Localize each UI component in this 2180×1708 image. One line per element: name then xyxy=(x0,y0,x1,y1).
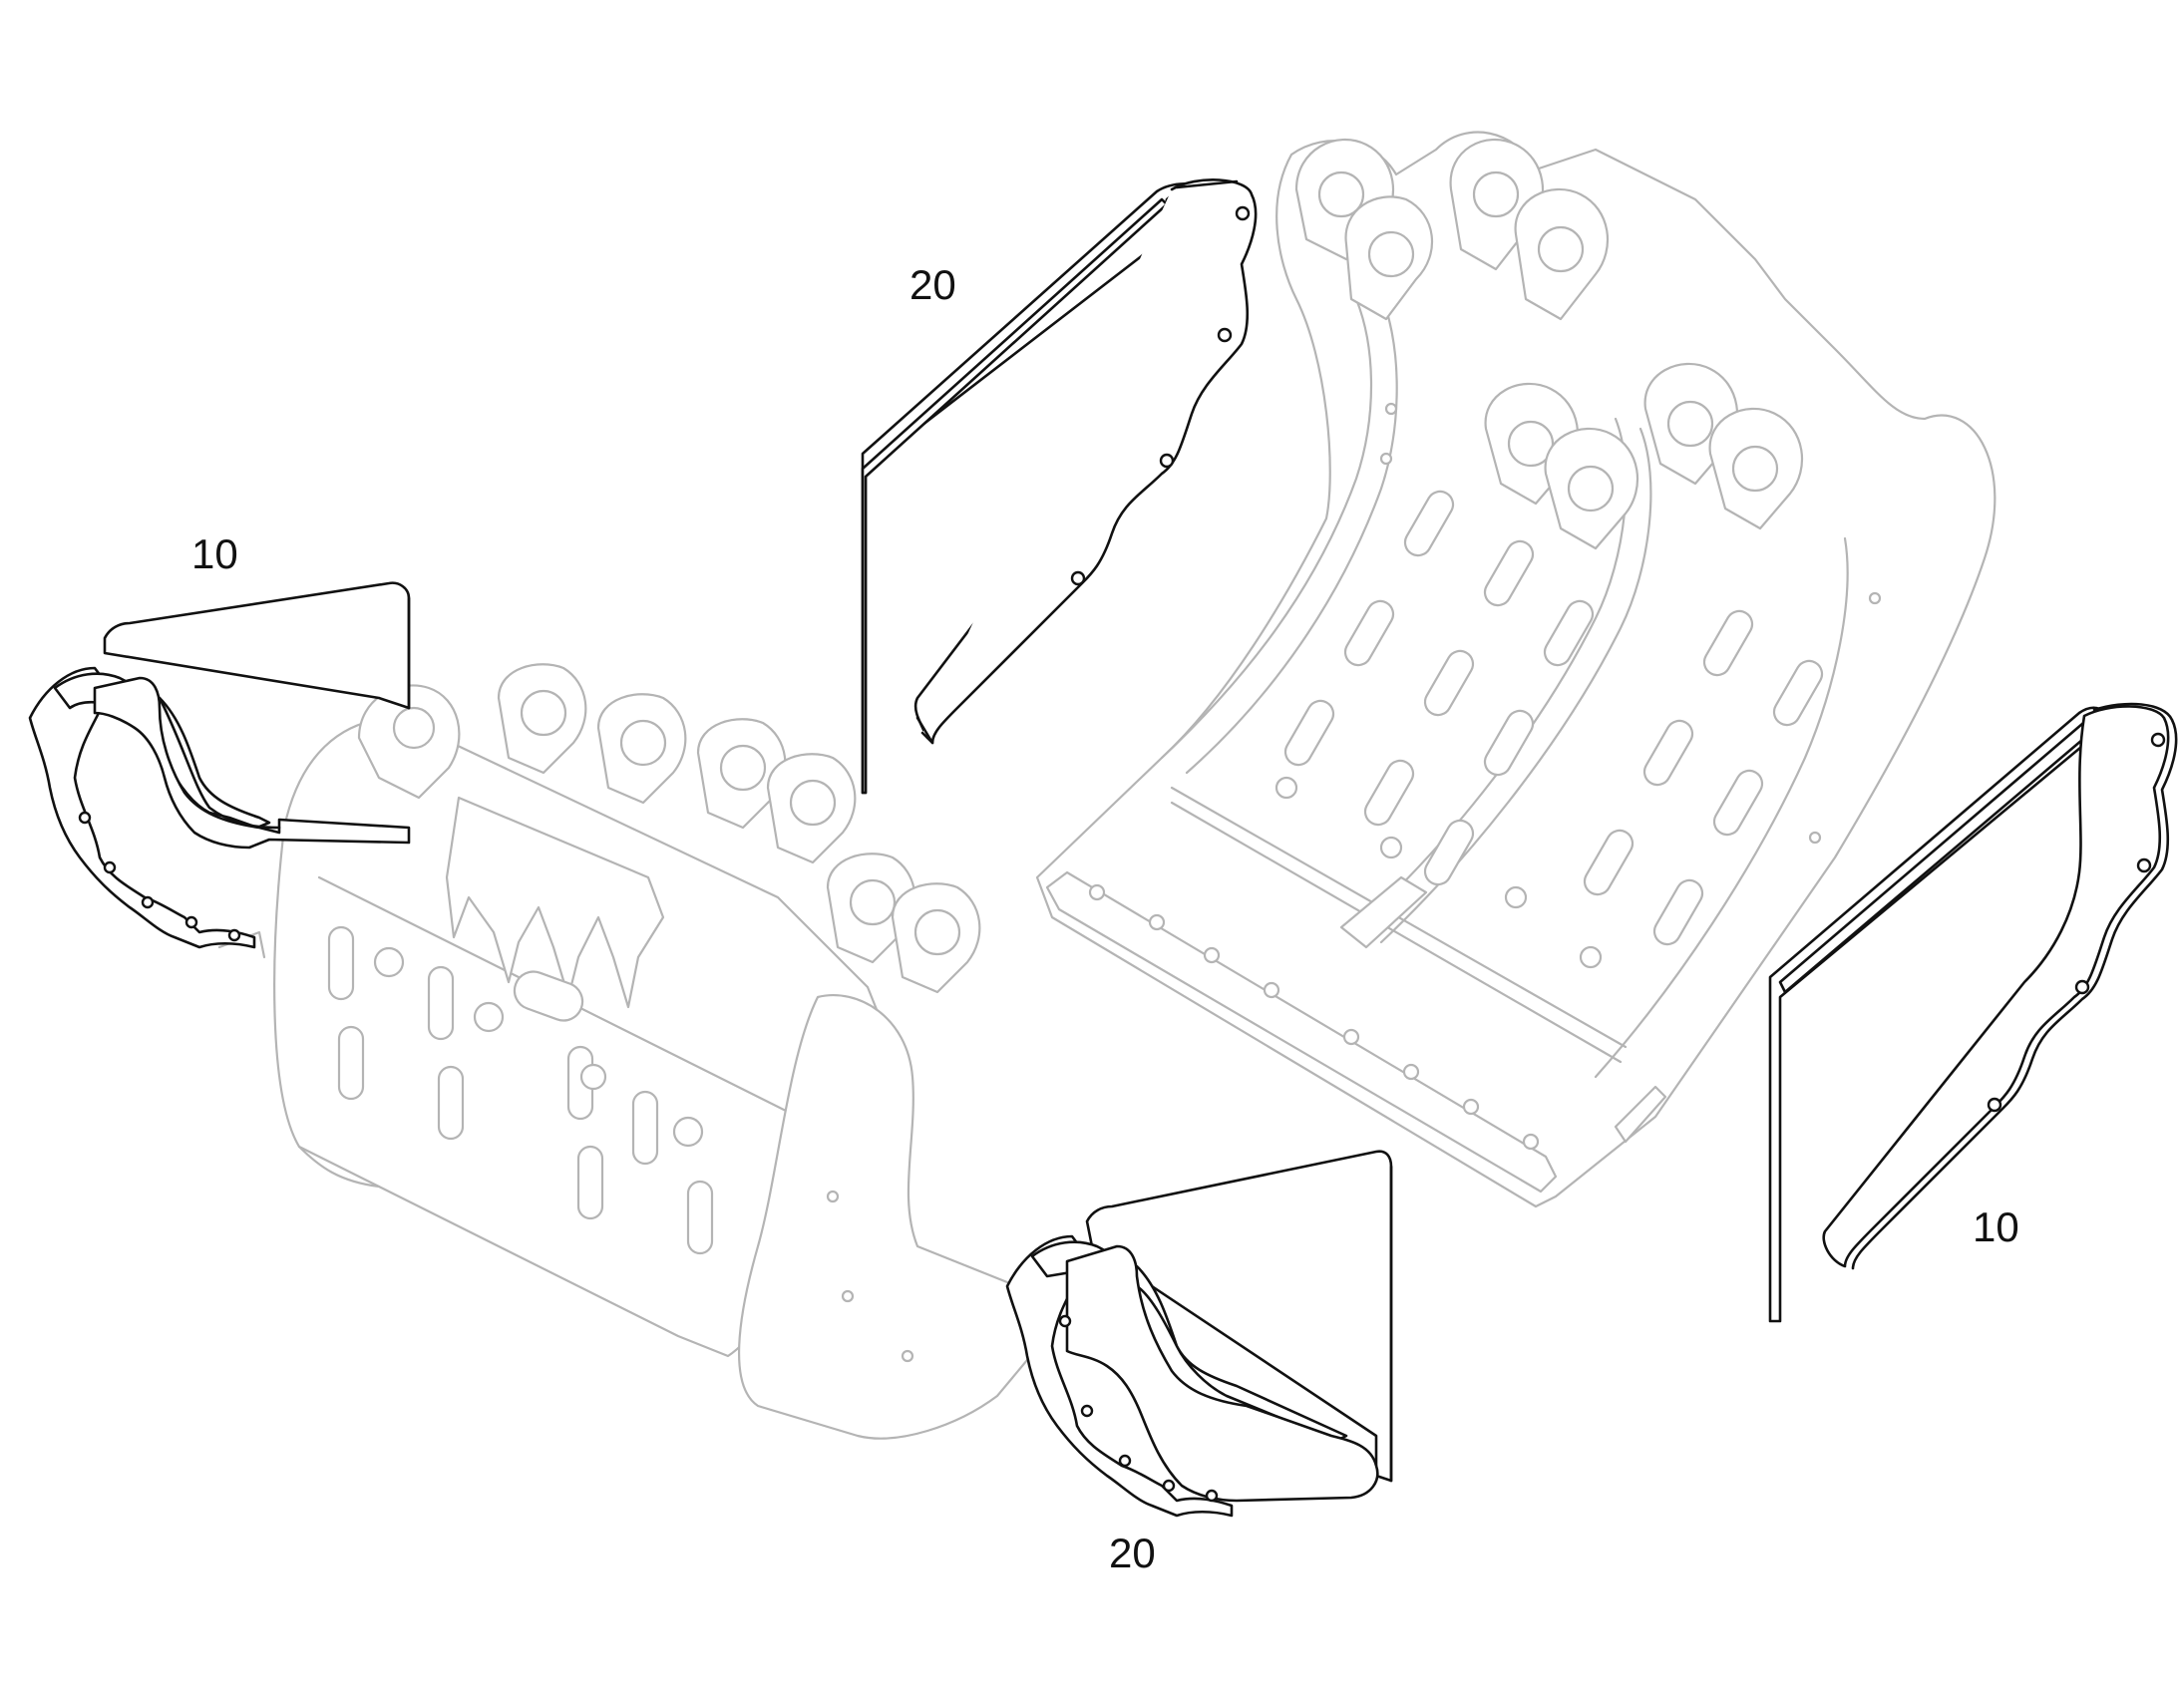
front-bucket-frame xyxy=(217,663,1049,1440)
callout-10-left: 10 xyxy=(191,530,238,577)
callout-20-top: 20 xyxy=(909,261,956,308)
side-plate-10-left xyxy=(28,581,411,949)
side-plate-10-right xyxy=(1768,702,2178,1323)
side-plate-20-bottom xyxy=(1005,1150,1393,1518)
callout-10-right: 10 xyxy=(1973,1203,2019,1250)
rear-bucket-frame xyxy=(1035,131,1997,1208)
callout-20-bottom: 20 xyxy=(1109,1530,1156,1576)
side-plate-20-top xyxy=(861,178,1258,795)
